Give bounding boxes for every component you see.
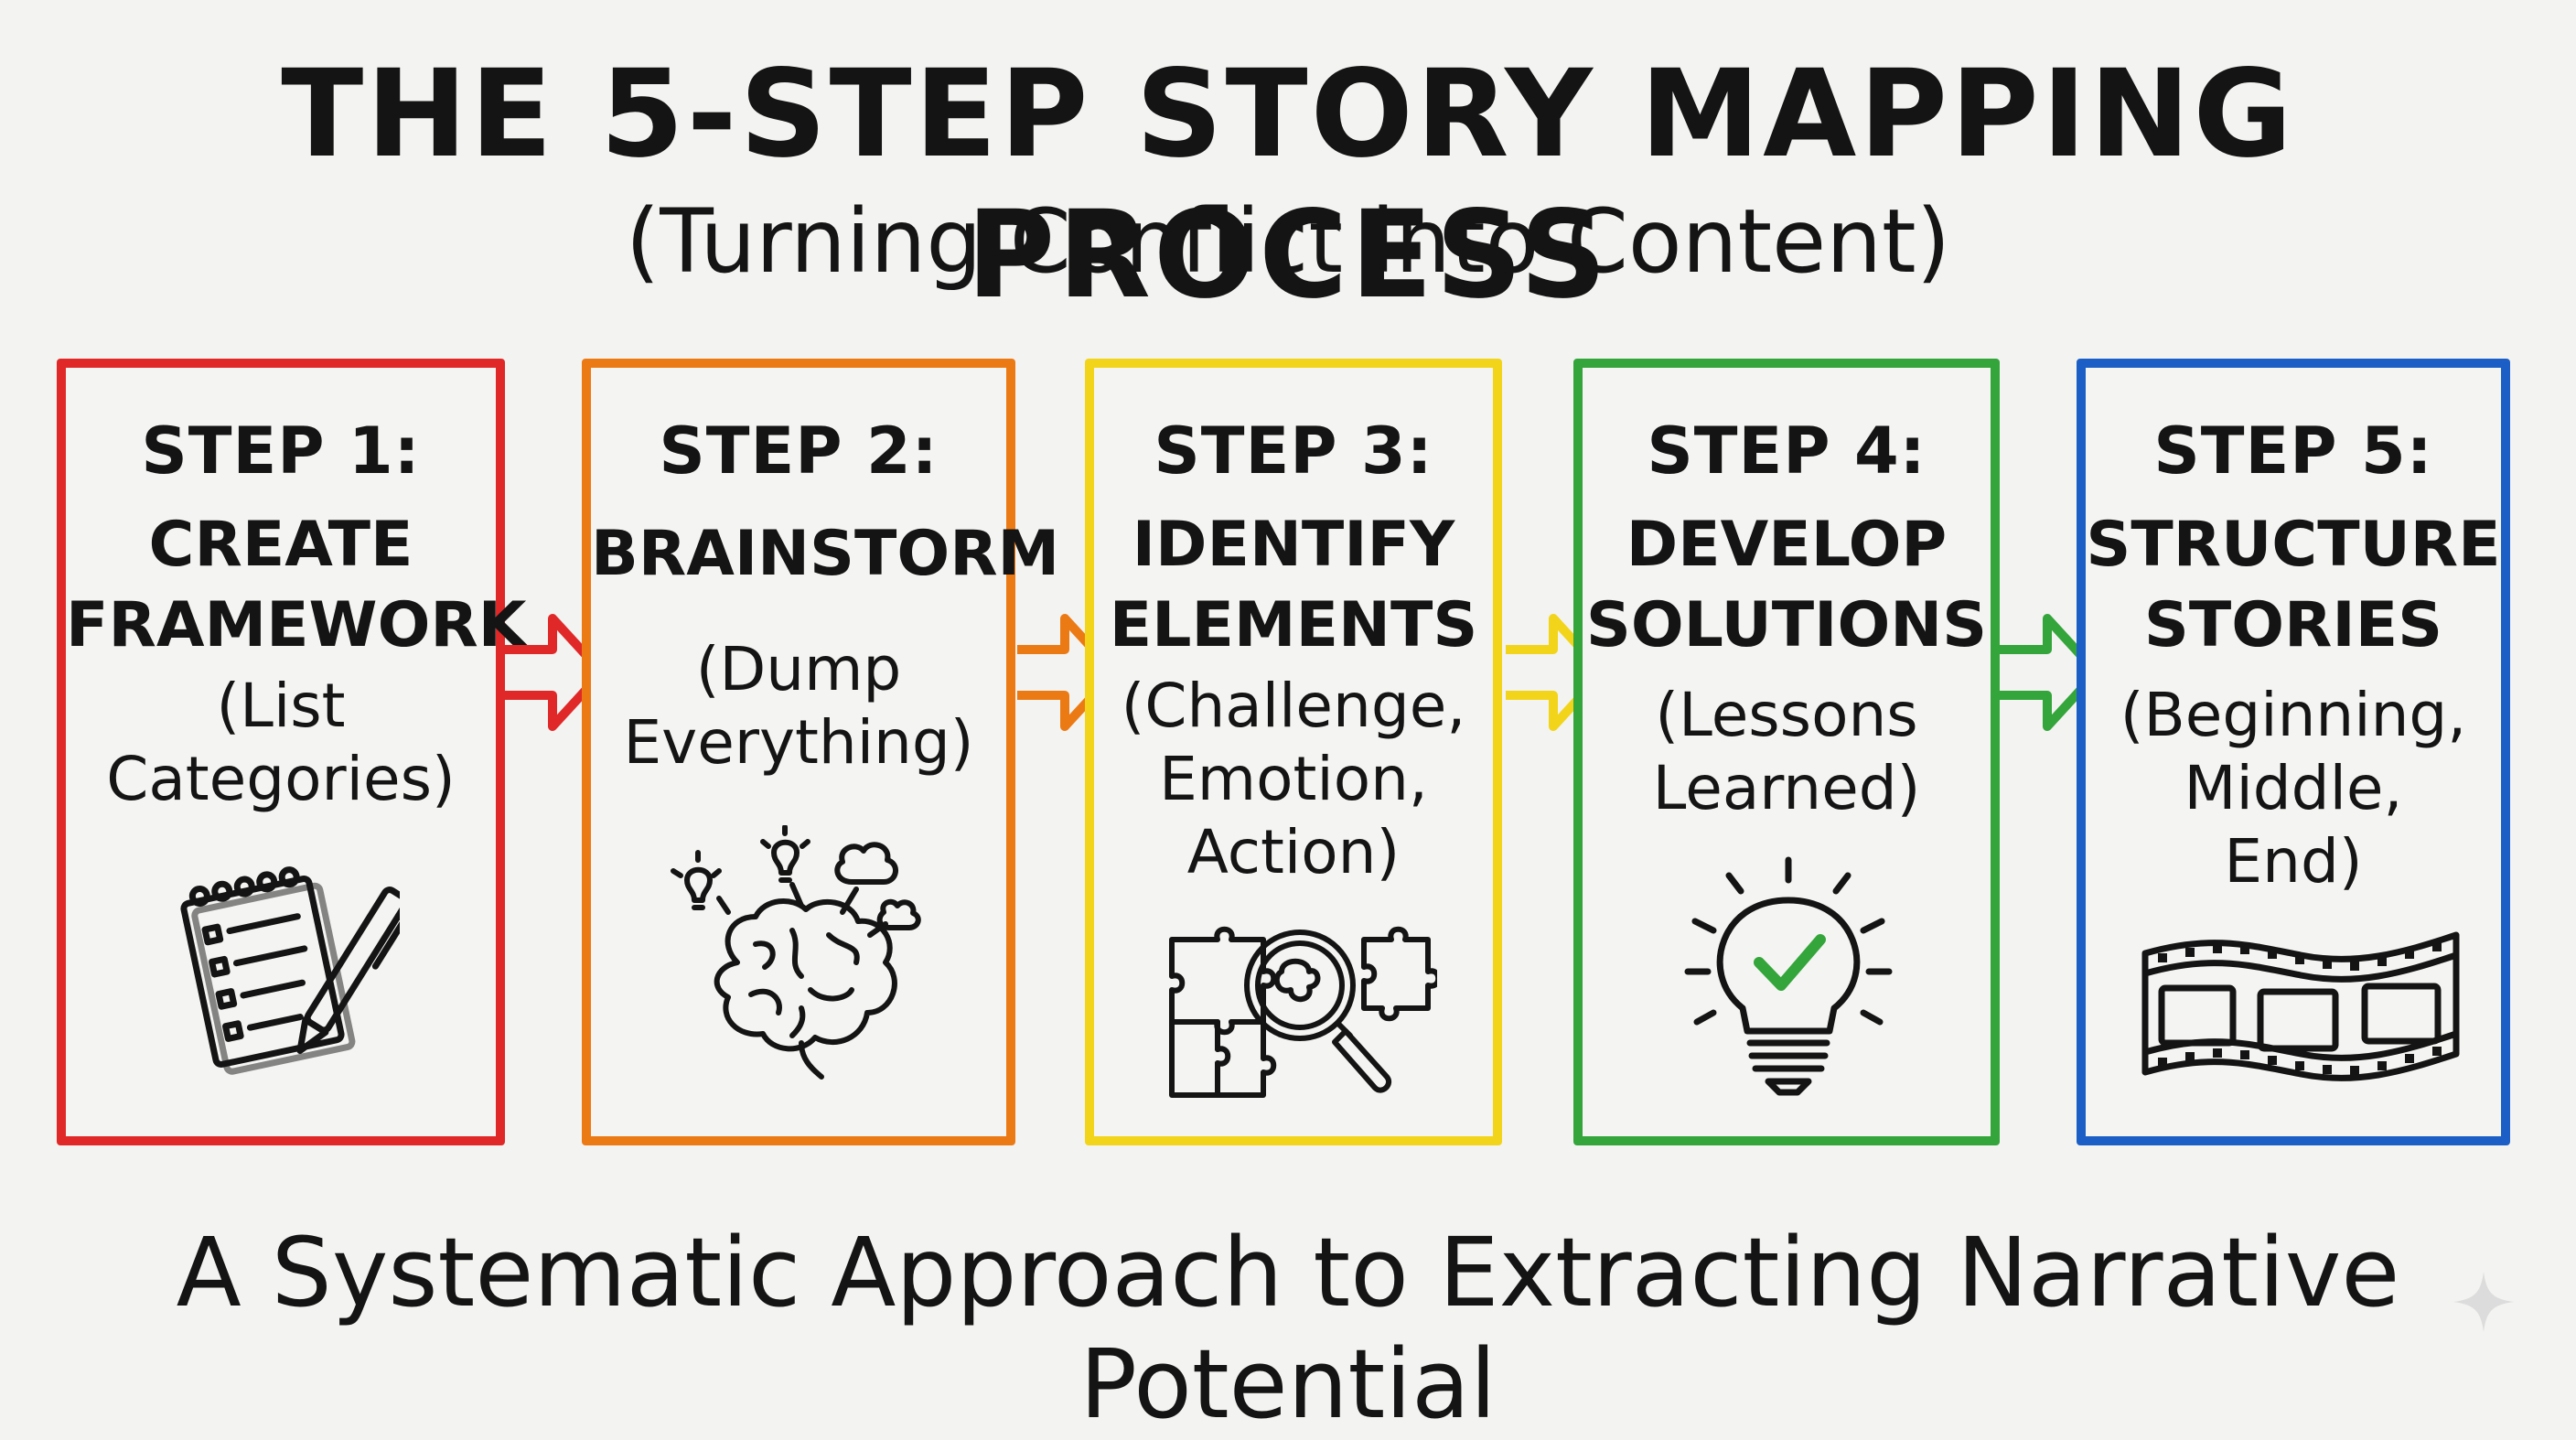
film-strip-icon	[2141, 931, 2460, 1081]
step-3-desc-line: (Challenge,	[1121, 671, 1466, 741]
step-3-name: IDENTIFY ELEMENTS	[1094, 505, 1493, 666]
step-1-name-line: FRAMEWORK	[66, 589, 527, 661]
step-1-desc-line: (List	[216, 671, 346, 741]
step-2-desc-line: (Dump	[695, 634, 902, 704]
step-3-desc-line: Action)	[1186, 817, 1401, 887]
step-1-label: STEP 1:	[141, 414, 421, 489]
step-1-desc-line: Categories)	[106, 744, 456, 814]
step-4-desc-line: (Lessons	[1655, 680, 1918, 750]
page-subtitle: (Turning Conflict into Content)	[625, 190, 1951, 293]
footer-tagline: A Systematic Approach to Extracting Narr…	[176, 1217, 2400, 1440]
step-3-label: STEP 3:	[1154, 414, 1433, 489]
brain-ideas-icon	[671, 825, 921, 1080]
step-5-name: STRUCTURE STORIES	[2086, 505, 2501, 666]
notepad-pen-icon	[180, 866, 400, 1075]
step-4-name: DEVELOP SOLUTIONS	[1583, 505, 1991, 666]
step-3-name-line: IDENTIFY	[1132, 509, 1455, 581]
step-2-desc: (Dump Everything)	[591, 633, 1006, 779]
step-5-name-line: STRUCTURE	[2086, 509, 2501, 581]
step-2-label: STEP 2:	[659, 414, 939, 489]
sparkle-icon	[2453, 1272, 2514, 1332]
step-2-desc-line: Everything)	[623, 707, 974, 778]
step-5-box: STEP 5: STRUCTURE STORIES (Beginning, Mi…	[2077, 359, 2510, 1145]
lightbulb-check-icon	[1684, 856, 1893, 1096]
step-1-desc: (List Categories)	[66, 670, 496, 816]
step-2-box: STEP 2: BRAINSTORM (Dump Everything)	[582, 359, 1060, 1145]
puzzle-magnifier-icon	[1169, 926, 1437, 1098]
page-title: THE 5-STEP STORY MAPPING PROCESS	[281, 44, 2295, 326]
step-5-desc: (Beginning, Middle, End)	[2086, 679, 2501, 898]
step-1-name: CREATE FRAMEWORK	[66, 505, 527, 666]
step-4-desc-line: Learned)	[1652, 753, 1921, 823]
step-1-box: STEP 1: CREATE FRAMEWORK (List Categorie…	[57, 359, 527, 1145]
step-3-desc: (Challenge, Emotion, Action)	[1094, 670, 1493, 889]
step-5-desc-line: End)	[2224, 826, 2363, 897]
step-3-desc-line: Emotion,	[1159, 744, 1428, 814]
step-5-label: STEP 5:	[2153, 414, 2433, 489]
step-4-label: STEP 4:	[1647, 414, 1927, 489]
step-4-name-line: DEVELOP	[1626, 509, 1948, 581]
step-2-name-line: BRAINSTORM	[591, 518, 1060, 590]
step-4-name-line: SOLUTIONS	[1585, 589, 1988, 661]
step-4-desc: (Lessons Learned)	[1583, 679, 1991, 825]
step-1-name-line: CREATE	[148, 509, 413, 581]
step-5-name-line: STORIES	[2143, 589, 2443, 661]
step-2-name: BRAINSTORM	[591, 514, 1060, 595]
step-3-box: STEP 3: IDENTIFY ELEMENTS (Challenge, Em…	[1085, 359, 1502, 1145]
step-3-name-line: ELEMENTS	[1109, 589, 1478, 661]
step-4-box: STEP 4: DEVELOP SOLUTIONS (Lessons Learn…	[1573, 359, 2000, 1145]
step-5-desc-line: (Beginning,	[2120, 680, 2467, 750]
step-5-desc-line: Middle,	[2184, 753, 2403, 823]
